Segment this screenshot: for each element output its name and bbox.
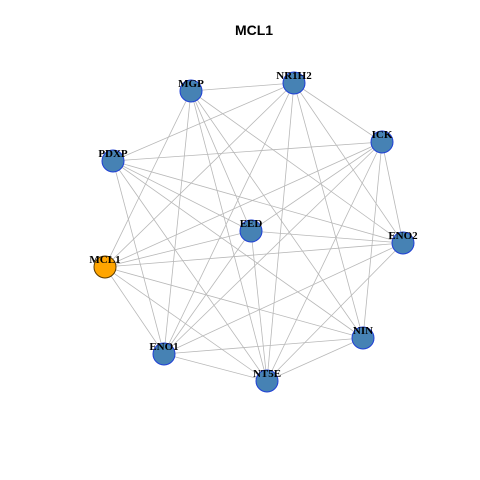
edge-nr1h2-eno2 [293,82,404,244]
edge-pdxp-eno1 [112,160,165,355]
edge-nr1h2-eno1 [163,82,295,355]
edge-mcl1-nin [104,266,364,339]
edge-ick-nin [362,141,383,339]
node-mgp [179,79,203,103]
edge-mcl1-eno1 [104,266,165,355]
edge-mgp-eed [190,90,252,232]
node-nt5e [255,369,279,393]
edge-nr1h2-nin [293,82,364,339]
node-eed [239,219,263,243]
edge-ick-eed [250,141,383,232]
node-mcl1 [93,255,117,279]
edge-nin-eno1 [163,337,364,355]
edge-mgp-nin [190,90,364,339]
edges-layer [104,82,404,382]
edge-pdxp-eed [112,160,252,232]
edge-eed-mcl1 [104,230,252,268]
node-label-eno1: ENO1 [149,341,178,353]
edge-ick-nt5e [266,141,383,382]
edge-pdxp-eno2 [112,160,404,244]
edge-ick-eno2 [381,141,404,244]
edge-mcl1-nt5e [104,266,268,382]
node-label-mcl1: MCL1 [89,254,120,266]
edge-eno2-mcl1 [104,242,404,268]
graph-title: MCL1 [235,22,273,38]
node-eno2 [391,231,415,255]
node-nin [351,326,375,350]
edge-mgp-nt5e [190,90,268,382]
edge-nr1h2-nt5e [266,82,295,382]
node-label-nr1h2: NR1H2 [276,70,312,82]
node-label-eed: EED [240,218,263,230]
edge-eed-eno1 [163,230,252,355]
node-label-pdxp: PDXP [98,148,128,160]
edge-ick-mcl1 [104,141,383,268]
edge-eed-eno2 [250,230,404,244]
node-nr1h2 [282,71,306,95]
edge-nr1h2-ick [293,82,383,143]
node-label-eno2: ENO2 [388,230,418,242]
node-label-nt5e: NT5E [253,368,281,380]
nodes-layer [93,71,415,393]
edge-mgp-eno1 [163,90,192,355]
node-ick [370,130,394,154]
edge-eno1-nt5e [163,353,268,382]
node-pdxp [101,149,125,173]
node-label-ick: ICK [372,129,393,141]
edge-nr1h2-mcl1 [104,82,295,268]
node-label-mgp: MGP [178,78,204,90]
edge-ick-pdxp [112,141,383,162]
edge-eed-nt5e [250,230,268,382]
edge-mgp-eno2 [190,90,404,244]
edge-eno2-eno1 [163,242,404,355]
node-eno1 [152,342,176,366]
node-label-nin: NIN [353,325,373,337]
edge-nin-nt5e [266,337,364,382]
edge-ick-eno1 [163,141,383,355]
edge-eno2-nt5e [266,242,404,382]
edge-pdxp-nt5e [112,160,268,382]
edge-mgp-nr1h2 [190,82,295,92]
edge-nr1h2-pdxp [112,82,295,162]
